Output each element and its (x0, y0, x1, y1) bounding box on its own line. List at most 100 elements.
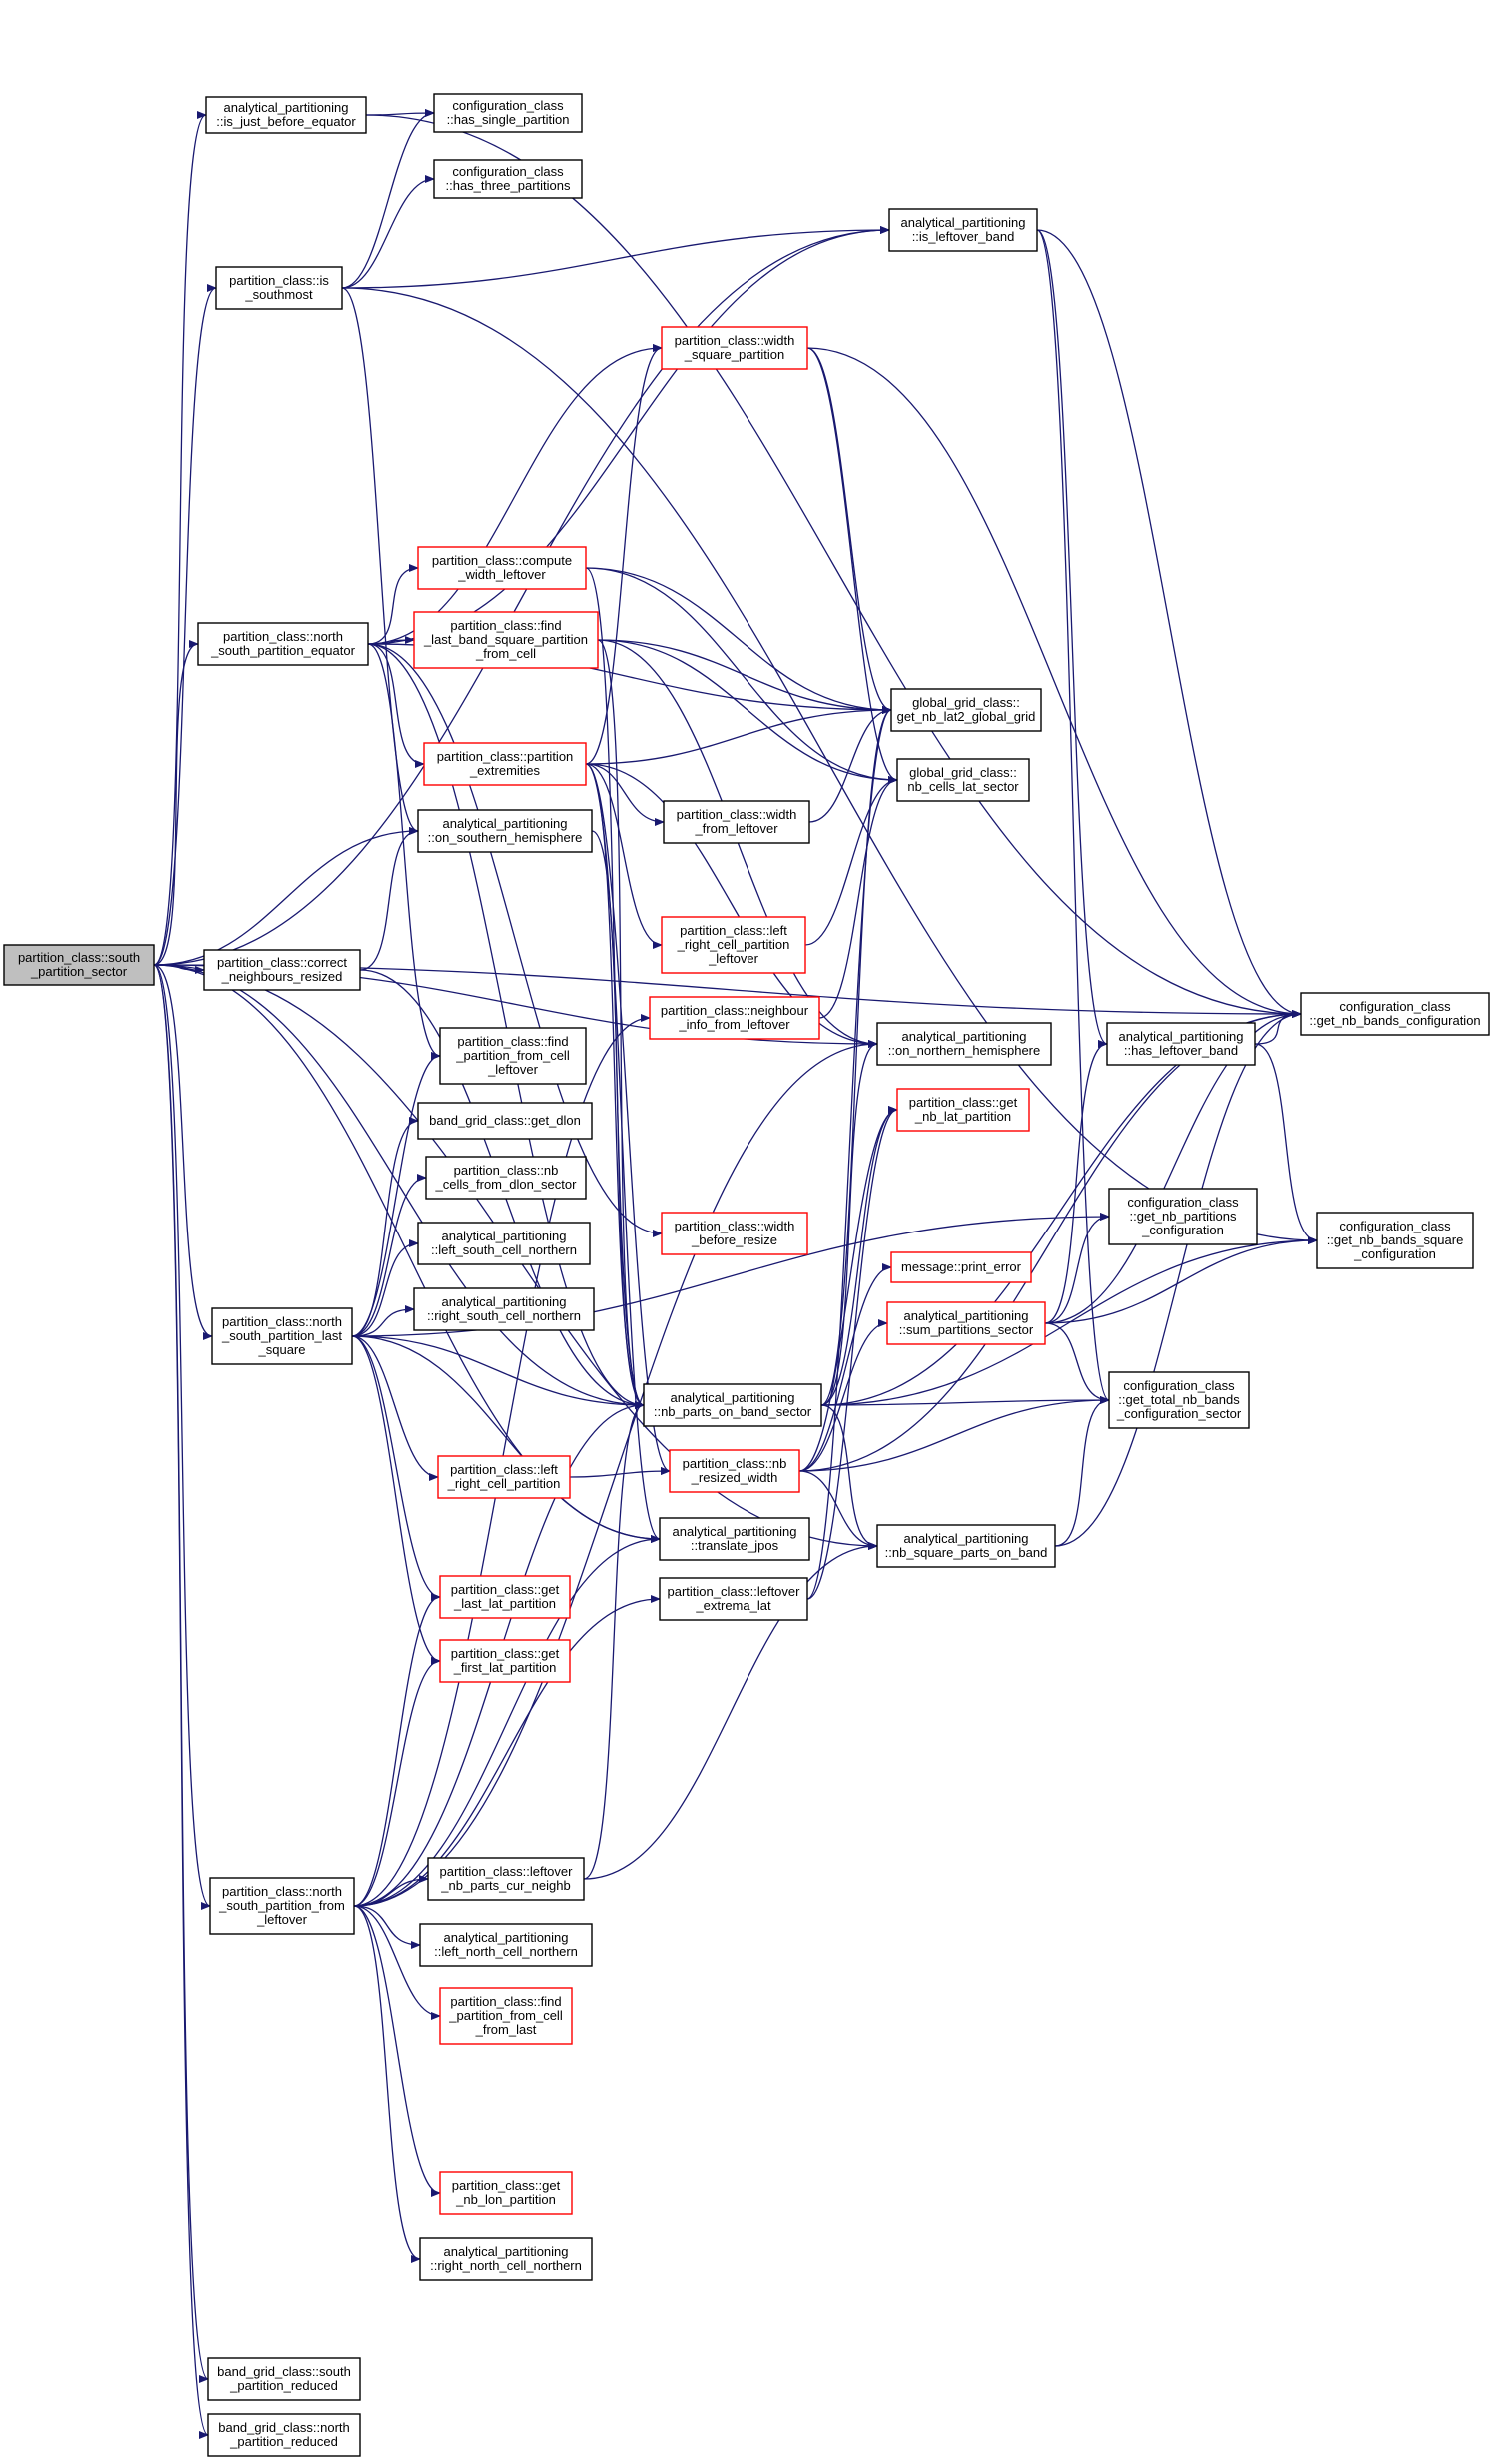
node-find_partition_from_cell_from_last[interactable]: partition_class::find_partition_from_cel… (439, 1987, 573, 2045)
edge-width_square_partition-to-get_nb_bands_configuration (806, 347, 1302, 1018)
node-right_south_cell_northern[interactable]: analytical_partitioning::right_south_cel… (413, 1287, 595, 1331)
node-print_error[interactable]: message::print_error (890, 1251, 1032, 1283)
node-get_total_nb_bands_configuration_sector[interactable]: configuration_class::get_total_nb_bands_… (1108, 1371, 1250, 1429)
node-left_right_cell_partition_leftover[interactable]: partition_class::left_right_cell_partiti… (661, 916, 806, 974)
edge-sum_partitions_sector-to-has_leftover_band (1044, 1040, 1108, 1324)
node-north_south_partition_equator[interactable]: partition_class::north_south_partition_e… (197, 622, 369, 666)
node-get_last_lat_partition[interactable]: partition_class::get_last_lat_partition (439, 1575, 571, 1619)
node-label-line: _leftover (256, 1912, 308, 1927)
node-box (211, 1307, 353, 1365)
edge-partition_extremities-to-width_from_leftover (585, 763, 665, 826)
node-has_three_partitions[interactable]: configuration_class::has_three_partition… (433, 159, 583, 199)
node-box (207, 2357, 361, 2401)
node-partition_extremities[interactable]: partition_class::partition_extremities (423, 742, 587, 786)
node-label-line: _south_partition_from (218, 1898, 345, 1913)
node-left_south_cell_northern[interactable]: analytical_partitioning::left_south_cell… (417, 1222, 591, 1265)
node-on_southern_hemisphere[interactable]: analytical_partitioning::on_southern_hem… (417, 809, 593, 853)
edge-north_south_partition_last_square-to-left_right_cell_partition (351, 1335, 439, 1481)
node-is_southmost[interactable]: partition_class::is_southmost (215, 266, 343, 310)
node-leftover_nb_parts_cur_neighb[interactable]: partition_class::leftover_nb_parts_cur_n… (427, 1857, 585, 1901)
node-nb_resized_width[interactable]: partition_class::nb_resized_width (669, 1449, 800, 1493)
node-box (876, 1022, 1052, 1066)
node-label-line: _nb_parts_cur_neighb (440, 1878, 570, 1893)
edge-north_south_partition_last_square-to-left_south_cell_northern (351, 1239, 419, 1337)
node-get_nb_partitions_configuration[interactable]: configuration_class::get_nb_partitions_c… (1108, 1188, 1258, 1245)
node-south_partition_reduced[interactable]: band_grid_class::south_partition_reduced (207, 2357, 361, 2401)
node-label-line: _partition_from_cell (455, 1048, 570, 1063)
node-nb_parts_on_band_sector[interactable]: analytical_partitioning::nb_parts_on_ban… (643, 1383, 822, 1427)
node-north_south_partition_from_leftover[interactable]: partition_class::north_south_partition_f… (209, 1877, 355, 1935)
node-label-line: get_nb_lat2_global_grid (897, 709, 1036, 724)
node-box (876, 1524, 1056, 1568)
edge-find_last_band_square-to-get_nb_lat2_global_grid (597, 639, 892, 714)
node-on_northern_hemisphere[interactable]: analytical_partitioning::on_northern_hem… (876, 1022, 1052, 1066)
node-get_nb_bands_square_configuration[interactable]: configuration_class::get_nb_bands_square… (1316, 1212, 1474, 1269)
node-right_north_cell_northern[interactable]: analytical_partitioning::right_north_cel… (419, 2237, 593, 2281)
node-left_right_cell_partition[interactable]: partition_class::left_right_cell_partiti… (437, 1455, 571, 1499)
node-label-line: partition_class::is (229, 273, 329, 288)
node-correct_neighbours_resized[interactable]: partition_class::correct_neighbours_resi… (203, 949, 361, 991)
node-width_before_resize[interactable]: partition_class::width_before_resize (661, 1212, 808, 1255)
node-label-line: partition_class::find (450, 618, 561, 633)
node-nb_square_parts_on_band[interactable]: analytical_partitioning::nb_square_parts… (876, 1524, 1056, 1568)
node-label-line: partition_class::find (450, 1994, 561, 2009)
node-translate_jpos[interactable]: analytical_partitioning::translate_jpos (659, 1517, 810, 1561)
node-north_partition_reduced[interactable]: band_grid_class::north_partition_reduced (207, 2413, 361, 2457)
node-north_south_partition_last_square[interactable]: partition_class::north_south_partition_l… (211, 1307, 353, 1365)
node-get_dlon[interactable]: band_grid_class::get_dlon (417, 1102, 593, 1140)
node-label-line: nb_cells_lat_sector (907, 779, 1019, 794)
node-width_from_leftover[interactable]: partition_class::width_from_leftover (663, 800, 810, 844)
node-label-line: band_grid_class::north (218, 2420, 350, 2435)
node-is_leftover_band[interactable]: analytical_partitioning::is_leftover_ban… (888, 208, 1038, 252)
node-label-line: partition_class::get (909, 1095, 1018, 1110)
edge-north_south_partition_last_square-to-right_south_cell_northern (351, 1305, 415, 1337)
edge-is_leftover_band-to-get_nb_bands_configuration (1036, 229, 1302, 1018)
node-get_first_lat_partition[interactable]: partition_class::get_first_lat_partition (439, 1639, 571, 1683)
node-leftover_extrema_lat[interactable]: partition_class::leftover_extrema_lat (659, 1577, 808, 1621)
node-sum_partitions_sector[interactable]: analytical_partitioning::sum_partitions_… (886, 1301, 1046, 1345)
node-label-line: _extremities (469, 763, 541, 778)
node-nb_cells_lat_sector[interactable]: global_grid_class::nb_cells_lat_sector (896, 758, 1030, 802)
node-label-line: partition_class::north (223, 629, 343, 644)
node-find_last_band_square[interactable]: partition_class::find_last_band_square_p… (413, 611, 599, 669)
node-label-line: _nb_lat_partition (914, 1109, 1011, 1124)
node-label-line: analytical_partitioning (1118, 1029, 1243, 1044)
edge-on_southern_hemisphere-to-nb_parts_on_band_sector (591, 830, 645, 1409)
node-label-line: partition_class::north (222, 1884, 342, 1899)
edge-is_southmost-to-has_three_partitions (341, 175, 435, 289)
node-label-line: configuration_class (452, 164, 564, 179)
node-box (661, 1212, 808, 1255)
node-get_nb_bands_configuration[interactable]: configuration_class::get_nb_bands_config… (1300, 992, 1490, 1036)
edge-north_south_partition_from_leftover-to-translate_jpos (353, 1535, 661, 1907)
edge-north_south_partition_from_leftover-to-get_first_lat_partition (353, 1657, 441, 1907)
node-compute_width_leftover[interactable]: partition_class::compute_width_leftover (417, 546, 587, 590)
edge-left_right_cell_partition_leftover-to-nb_cells_lat_sector (804, 776, 898, 946)
node-width_square_partition[interactable]: partition_class::width_square_partition (661, 326, 808, 370)
edge-compute_width_leftover-to-get_nb_lat2_global_grid (585, 567, 892, 714)
node-label-line: analytical_partitioning (670, 1390, 794, 1405)
edge-partition_extremities-to-nb_parts_on_band_sector (585, 763, 645, 1409)
edge-nb_resized_width-to-print_error (798, 1263, 892, 1472)
edge-is_leftover_band-to-has_leftover_band (1036, 229, 1108, 1048)
node-has_single_partition[interactable]: configuration_class::has_single_partitio… (433, 93, 583, 133)
node-is_just_before_equator[interactable]: analytical_partitioning::is_just_before_… (205, 96, 367, 134)
node-left_north_cell_northern[interactable]: analytical_partitioning::left_north_cell… (419, 1923, 593, 1967)
node-get_nb_lat_partition[interactable]: partition_class::get_nb_lat_partition (896, 1088, 1030, 1132)
node-get_nb_lon_partition[interactable]: partition_class::get_nb_lon_partition (439, 2171, 573, 2215)
node-has_leftover_band[interactable]: analytical_partitioning::has_leftover_ba… (1106, 1022, 1256, 1066)
edge-north_south_partition_equator-to-compute_width_leftover (367, 564, 419, 645)
edge-north_south_partition_from_leftover-to-get_nb_lon_partition (353, 1905, 441, 2197)
node-label-line: _right_cell_partition (677, 937, 790, 952)
node-box (413, 1287, 595, 1331)
edge-north_south_partition_equator-to-width_before_resize (367, 643, 663, 1237)
node-find_partition_from_cell_leftover[interactable]: partition_class::find_partition_from_cel… (439, 1027, 587, 1085)
node-label-line: partition_class::correct (217, 955, 347, 970)
node-nb_cells_from_dlon_sector[interactable]: partition_class::nb_cells_from_dlon_sect… (425, 1156, 587, 1200)
node-label-line: analytical_partitioning (903, 1308, 1028, 1323)
node-box (439, 1987, 573, 2045)
node-root[interactable]: partition_class::south_partition_sector (3, 944, 155, 986)
edge-north_south_partition_from_leftover-to-right_north_cell_northern (353, 1905, 421, 2263)
node-neighbour_info_from_leftover[interactable]: partition_class::neighbour_info_from_lef… (649, 996, 820, 1040)
node-get_nb_lat2_global_grid[interactable]: global_grid_class::get_nb_lat2_global_gr… (890, 688, 1042, 732)
